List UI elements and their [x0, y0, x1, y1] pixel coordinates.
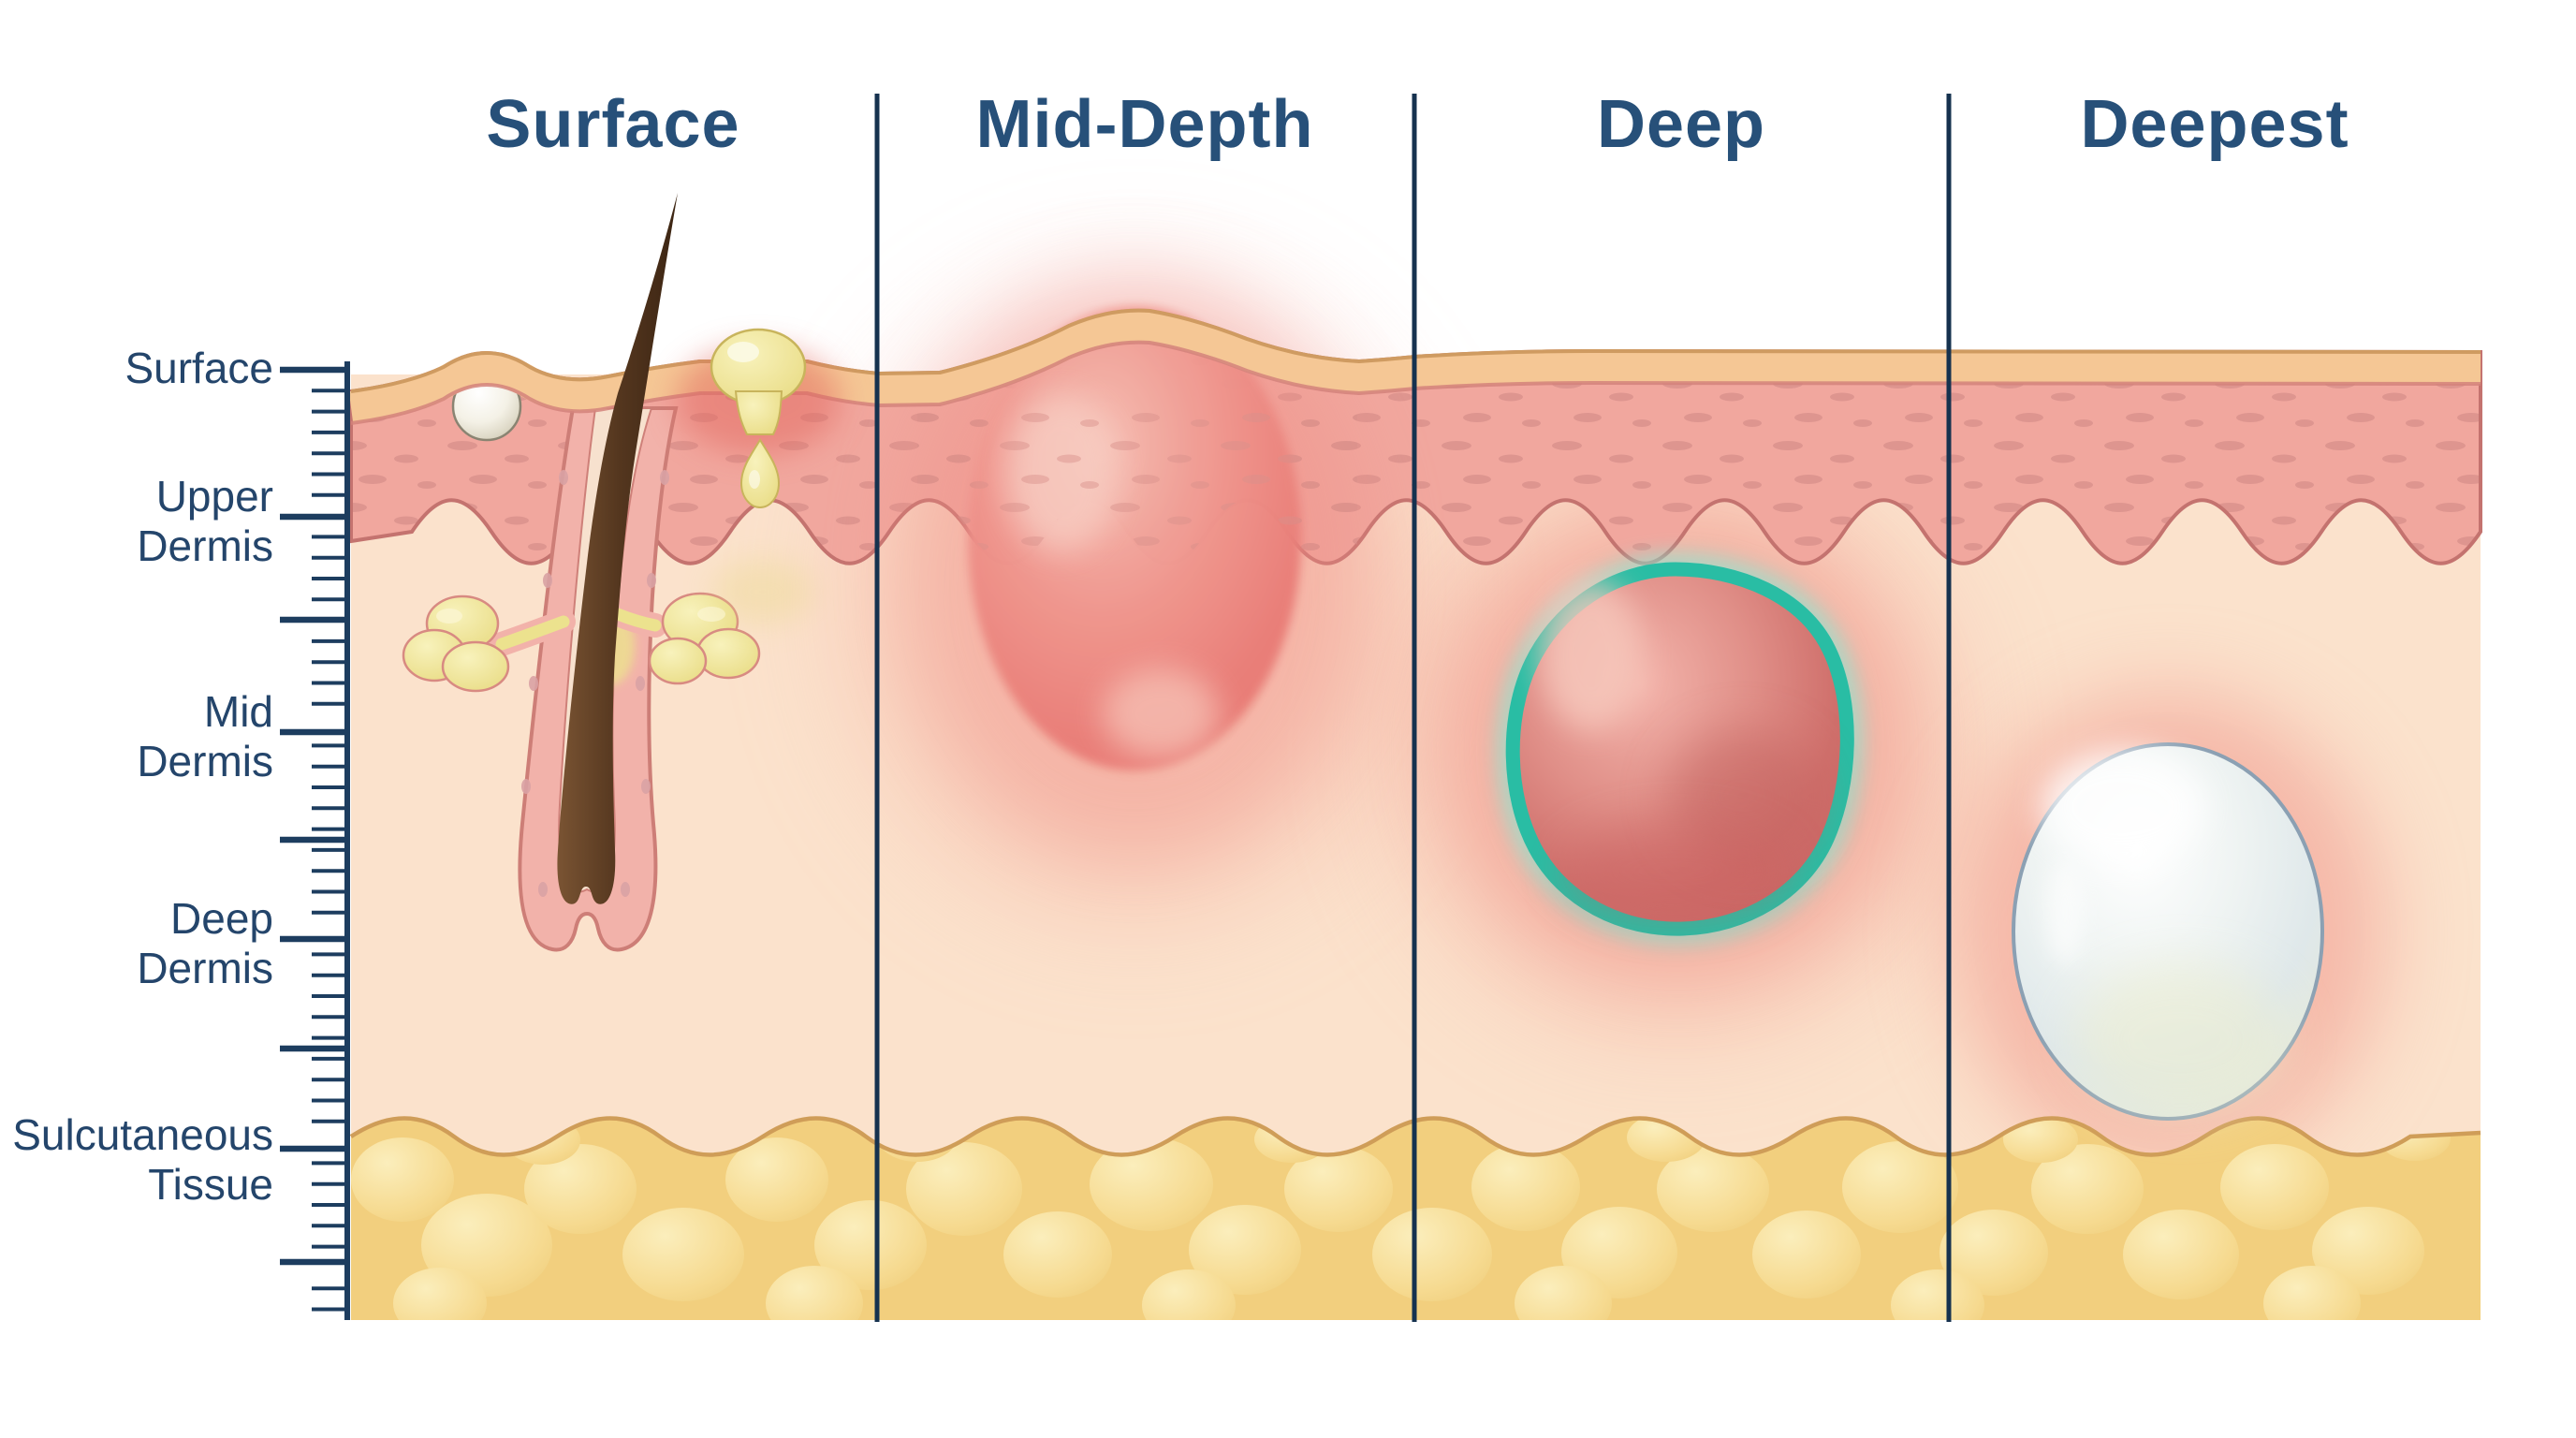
depth-ruler [280, 361, 350, 1320]
fat-lobule [2031, 1144, 2144, 1234]
column-header-deep: Deep [1596, 87, 1766, 162]
mid-depth-papule [900, 281, 1368, 861]
fat-lobule [2003, 1118, 2078, 1163]
fat-lobule [1752, 1211, 1861, 1299]
fat-lobule [1284, 1146, 1393, 1232]
fat-lobule [906, 1142, 1022, 1236]
fat-lobule [1891, 1269, 1984, 1320]
fat-lobule [2220, 1144, 2329, 1230]
fat-lobule [1515, 1266, 1612, 1320]
fat-lobule [766, 1266, 863, 1320]
fat-lobule [725, 1137, 828, 1222]
fat-lobule [1142, 1269, 1236, 1320]
fat-lobule [1939, 1210, 2048, 1296]
fat-lobule [1003, 1211, 1112, 1298]
fat-lobule [1657, 1146, 1769, 1232]
fat-lobule [1090, 1137, 1213, 1231]
column-header-deepest: Deepest [2080, 87, 2349, 162]
hair-shaft [557, 193, 678, 904]
ruler-label-mid-dermis: Mid Dermis [137, 687, 273, 785]
fat-lobule [814, 1200, 927, 1290]
fat-lobule [2123, 1210, 2239, 1299]
fat-lobule [1372, 1208, 1492, 1301]
ruler-label-deep-dermis: Deep Dermis [137, 894, 273, 992]
fat-lobule [1189, 1205, 1301, 1295]
ruler-label-subcutaneous: Sulcutaneous Tissue [12, 1110, 273, 1209]
fat-lobule [524, 1144, 637, 1234]
follicle-wall-speckles [521, 470, 669, 897]
ruler-label-upper-dermis: Upper Dermis [137, 472, 273, 570]
deep-nodule [1496, 551, 1865, 946]
fat-lobule [351, 1137, 454, 1222]
column-header-surface: Surface [486, 87, 740, 162]
subcutaneous-fat-layer [351, 1113, 2481, 1320]
column-header-mid-depth: Mid-Depth [975, 87, 1314, 162]
sebaceous-gland-left [402, 594, 576, 693]
sebum-drip [739, 438, 781, 509]
fat-lobule [393, 1268, 487, 1320]
fat-lobule [2263, 1266, 2361, 1320]
fat-lobule [1471, 1143, 1580, 1231]
column-dividers [874, 94, 1952, 1322]
fat-lobule [1842, 1141, 1958, 1233]
ruler-label-surface: Surface [124, 344, 273, 392]
deepest-cyst [2012, 742, 2324, 1121]
fat-lobule [622, 1208, 744, 1301]
surface-pustule [676, 328, 841, 624]
